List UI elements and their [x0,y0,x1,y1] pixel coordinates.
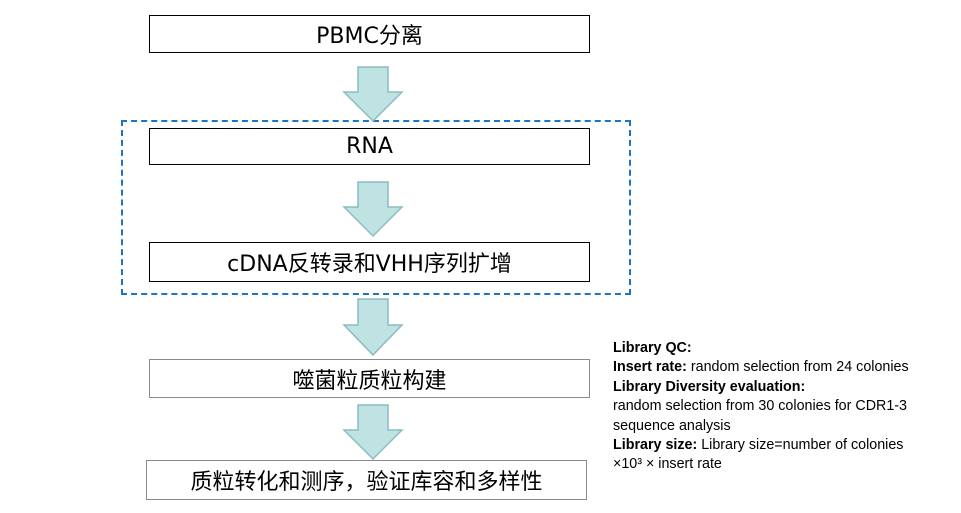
step-transformation-sequencing: 质粒转化和测序，验证库容和多样性 [146,460,587,500]
dashed-group-frame [121,120,631,295]
step-pbmc-separation: PBMC分离 [149,15,590,53]
step-phagemid-construction: 噬菌粒质粒构建 [149,359,590,398]
insert-rate-label: Insert rate: [613,359,687,376]
down-arrow-icon [342,181,404,238]
library-qc-title: Library QC: [613,340,692,356]
step-cdna-vhh-label: cDNA反转录和VHH序列扩增 [227,252,512,277]
library-size-formula: ×10³ × insert rate [613,456,722,473]
library-size-label: Library size: [613,437,698,454]
library-size-text: Library size=number of colonies [697,437,904,454]
insert-rate-text: random selection from 24 colonies [686,359,909,376]
step-rna: RNA [149,128,590,165]
diversity-line-1: random selection from 30 colonies for CD… [613,398,908,415]
step-pbmc-separation-label: PBMC分离 [316,24,423,49]
step-transformation-sequencing-label: 质粒转化和测序，验证库容和多样性 [190,470,543,495]
down-arrow-icon [342,66,404,123]
step-rna-label: RNA [346,134,393,159]
step-phagemid-construction-label: 噬菌粒质粒构建 [292,368,447,394]
down-arrow-icon [342,298,404,357]
library-qc-notes: Library QC: Insert rate: random selectio… [613,339,958,475]
diversity-title: Library Diversity evaluation: [613,378,806,395]
down-arrow-icon [342,404,404,461]
step-cdna-vhh: cDNA反转录和VHH序列扩增 [149,242,590,282]
diversity-line-2: sequence analysis [613,417,731,434]
